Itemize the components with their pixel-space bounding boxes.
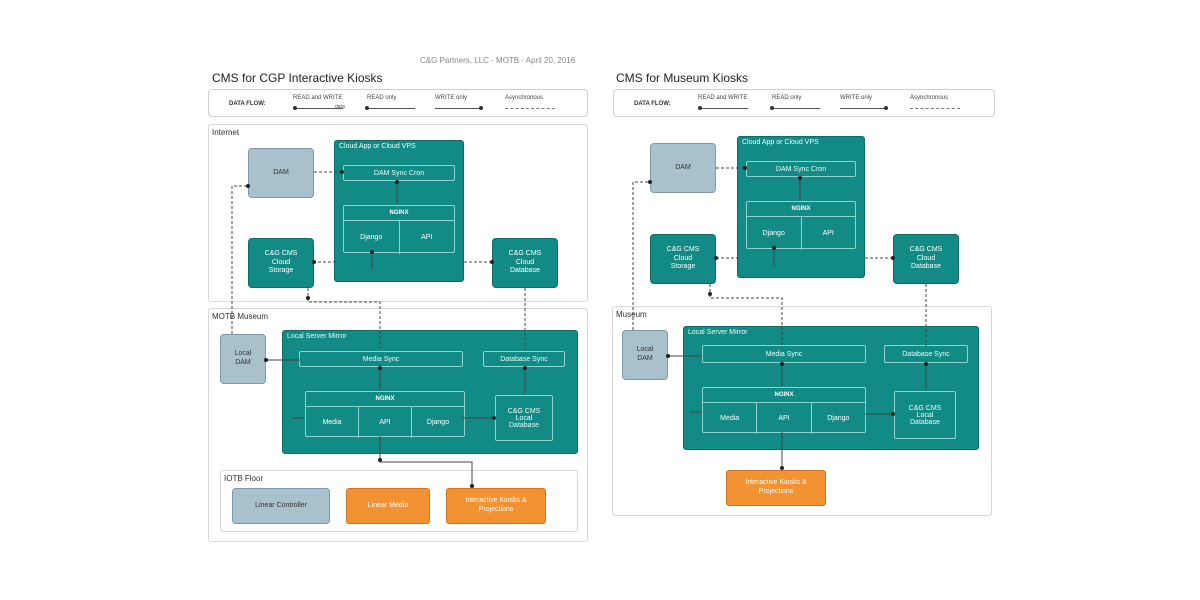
header-note: C&G Partners, LLC - MOTB - April 20, 201… [420,56,576,65]
right-media-sync: Media Sync [702,345,866,363]
left-diagram-title: CMS for CGP Interactive Kiosks [212,71,383,85]
cloud-nginx: NGINX Django API [343,205,455,254]
linear-media: Linear Media [346,488,430,524]
legend-item-read-only: READ only [367,95,397,101]
left-kiosks: Interactive Kiosks & Projections [446,488,546,524]
right-local-mirror-title: Local Server Mirror [688,329,748,336]
internet-label: Internet [212,128,240,137]
django-cell: Django [344,221,400,254]
legend-sub: data [335,104,345,110]
legend-item-read-write: READ and WRITE [293,95,343,101]
right-cloud-nginx: NGINX Django API [746,201,856,250]
right-local-django-cell: Django [827,415,850,422]
left-local-mirror: Local Server Mirror Media Sync Database … [282,330,578,454]
left-cloud-storage: C&G CMS Cloud Storage [248,238,314,288]
left-cloud-database: C&G CMS Cloud Database [492,238,558,288]
right-django-cell: Django [747,217,802,250]
local-mirror-title: Local Server Mirror [287,333,347,340]
right-api-cell: API [822,230,834,237]
museum-label: MOTB Museum [212,312,269,321]
right-legend: DATA FLOW: READ and WRITE READ only WRIT… [613,89,995,117]
connector-local-dam-dam-right [632,181,650,330]
right-local-mirror: Local Server Mirror Media Sync Database … [683,326,979,450]
connector-local-dam-dam [231,185,248,334]
right-cloud-app: Cloud App or Cloud VPS DAM Sync Cron NGI… [737,136,865,278]
left-local-dam: Local DAM [220,334,266,384]
media-cell: Media [306,407,359,438]
right-local-api-cell: API [757,403,812,434]
local-nginx-label: NGINX [306,392,464,407]
right-museum-label: Museum [616,310,647,319]
legend-item-async-right: Asynchronous [910,95,949,101]
legend-item-write-only: WRITE only [435,95,468,101]
legend-item-async: Asynchronous [505,95,544,101]
right-museum-group: Museum [612,306,992,516]
legend-item-read-only-right: READ only [772,95,802,101]
local-api-cell: API [359,407,412,438]
floor-label: IOTB Floor [224,474,264,483]
connector-storage-mediasync-right [709,284,783,346]
legend-label-right: DATA FLOW: [634,101,671,107]
connector-storage-mediasync [307,288,381,350]
left-legend: DATA FLOW: READ and WRITE data READ only… [208,89,588,117]
right-cloud-database: C&G CMS Cloud Database [893,234,959,284]
left-dam-box: DAM [248,148,314,198]
right-local-nginx-label: NGINX [703,388,865,403]
right-media-cell: Media [703,403,758,434]
left-museum-group: MOTB Museum [208,308,588,542]
linear-controller: Linear Controller [232,488,330,524]
legend-item-read-write-right: READ and WRITE [698,95,748,101]
connector-api-kiosks [379,436,473,488]
right-diagram-title: CMS for Museum Kiosks [616,71,749,85]
right-kiosks: Interactive Kiosks & Projections [726,470,826,506]
legend-item-write-only-right: WRITE only [840,95,873,101]
floor-group: IOTB Floor [220,470,578,532]
left-internet-group: Internet [208,124,588,302]
cloud-app-title: Cloud App or Cloud VPS [339,143,416,150]
local-django-cell: Django [426,419,450,426]
right-nginx-label: NGINX [747,202,855,217]
right-cloud-app-title: Cloud App or Cloud VPS [742,139,819,146]
nginx-label: NGINX [344,206,454,221]
right-local-nginx: NGINX Media API Django [702,387,866,434]
legend-label: DATA FLOW: [229,101,266,107]
right-dam-box: DAM [650,143,716,193]
api-cell: API [421,234,433,241]
local-nginx: NGINX Media API Django [305,391,465,438]
